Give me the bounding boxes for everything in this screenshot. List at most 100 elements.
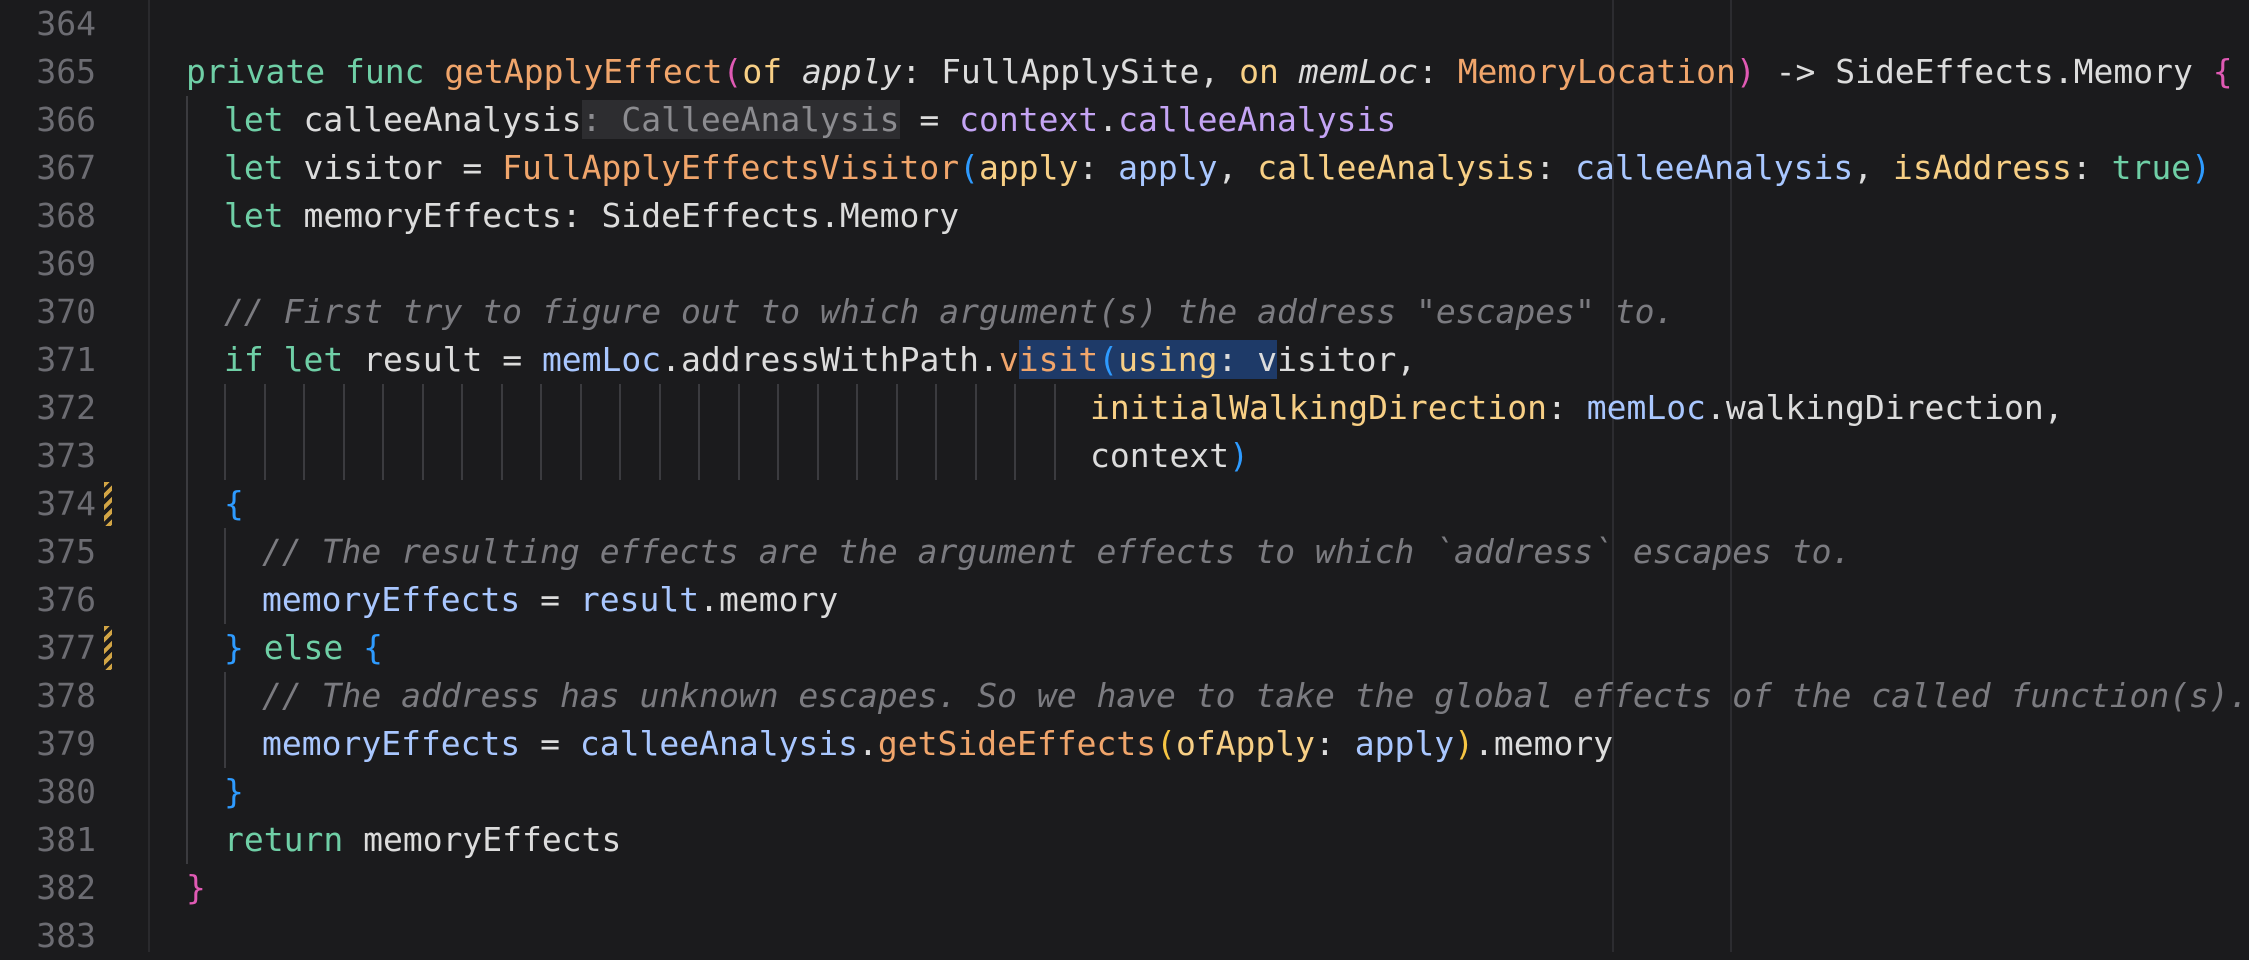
code-token: using: [1118, 340, 1218, 379]
code-token: [782, 52, 802, 91]
alignment-guide: [737, 384, 740, 480]
code-line[interactable]: }: [0, 864, 2222, 912]
gutter-divider: [148, 0, 150, 952]
line-number: 376: [36, 580, 96, 619]
code-line[interactable]: private func getApplyEffect(of apply: Fu…: [0, 48, 2233, 96]
code-line[interactable]: return memoryEffects: [0, 816, 2222, 864]
indent-guide: [224, 672, 226, 768]
code-token: apply: [1118, 148, 1218, 187]
line-number: 372: [36, 388, 96, 427]
code-token: calleeAnalysis: [1257, 148, 1536, 187]
indent-guide: [224, 528, 226, 624]
alignment-guide: [777, 384, 779, 480]
code-line[interactable]: [0, 912, 2222, 960]
code-token: let: [224, 100, 284, 139]
code-token: memoryEffects: [363, 820, 622, 859]
code-token: =: [520, 724, 580, 763]
code-token: ): [1229, 436, 1249, 475]
code-line[interactable]: let visitor = FullApplyEffectsVisitor(ap…: [0, 144, 2222, 192]
code-token: func: [344, 52, 425, 91]
code-token: :: [901, 52, 942, 91]
code-token: memoryEffects: [262, 724, 521, 763]
line-number: 379: [36, 724, 96, 763]
code-token: v: [1257, 340, 1278, 379]
code-token: [424, 52, 444, 91]
code-token: : CalleeAnalysis: [581, 100, 900, 139]
code-token: calleeAnalysis: [1575, 148, 1854, 187]
code-line[interactable]: let calleeAnalysis: CalleeAnalysis = con…: [0, 96, 2222, 144]
code-line[interactable]: // The address has unknown escapes. So w…: [0, 672, 2249, 720]
line-number: 378: [36, 676, 96, 715]
line-number: 375: [36, 532, 96, 571]
line-number: 371: [36, 340, 96, 379]
code-token: [343, 628, 363, 667]
code-token: on: [1239, 52, 1279, 91]
code-line[interactable]: memoryEffects = calleeAnalysis.getSideEf…: [0, 720, 2222, 768]
code-token: :: [1546, 388, 1587, 427]
code-token: .: [1474, 724, 1494, 763]
code-line[interactable]: // The resulting effects are the argumen…: [0, 528, 2222, 576]
code-token: [343, 820, 363, 859]
code-line[interactable]: // First try to figure out to which argu…: [0, 288, 2222, 336]
code-token: memory: [718, 580, 839, 619]
line-number: 367: [36, 148, 96, 187]
code-token: :: [1217, 340, 1258, 379]
code-line[interactable]: {: [0, 480, 2222, 528]
code-line[interactable]: [0, 0, 2222, 48]
code-token: ,: [2043, 388, 2064, 427]
change-marker[interactable]: [104, 626, 112, 670]
code-token: ): [1454, 724, 1474, 763]
alignment-guide: [895, 384, 898, 480]
code-token: calleeAnalysis: [1118, 100, 1397, 139]
alignment-guide: [540, 384, 542, 480]
code-token: ofApply: [1175, 724, 1316, 763]
line-number: 366: [36, 100, 96, 139]
code-token: [343, 340, 363, 379]
code-line[interactable]: [0, 240, 2222, 288]
code-token: let: [283, 340, 344, 379]
code-line[interactable]: } else {: [0, 624, 2222, 672]
alignment-guide: [816, 384, 819, 480]
code-token: ,: [1217, 148, 1258, 187]
code-token: visitor: [303, 148, 443, 187]
code-token: {: [363, 628, 383, 667]
code-token: (: [1156, 724, 1176, 763]
code-token: [325, 52, 345, 91]
code-line[interactable]: }: [0, 768, 2222, 816]
code-line[interactable]: if let result = memLoc.addressWithPath.v…: [0, 336, 2222, 384]
line-number: 365: [36, 52, 96, 91]
alignment-guide: [658, 384, 661, 480]
change-marker[interactable]: [104, 482, 112, 526]
code-token: initialWalkingDirection: [1090, 388, 1547, 427]
code-line[interactable]: initialWalkingDirection: memLoc.walkingD…: [0, 384, 2222, 432]
alignment-guide: [1014, 384, 1016, 480]
code-token: }: [224, 628, 244, 667]
code-token: }: [186, 868, 206, 907]
code-token: ,: [1199, 52, 1240, 91]
code-line[interactable]: let memoryEffects: SideEffects.Memory: [0, 192, 2222, 240]
code-token: .: [979, 340, 999, 379]
code-token: =: [482, 340, 542, 379]
code-token: isAddress: [1893, 148, 2072, 187]
code-token: memLoc: [1298, 52, 1418, 91]
code-line[interactable]: memoryEffects = result.memory: [0, 576, 2222, 624]
line-number: 380: [36, 772, 96, 811]
code-token: .: [858, 724, 878, 763]
code-token: SideEffects.Memory: [601, 196, 960, 235]
code-token: apply: [1354, 724, 1455, 763]
code-token: memory: [1493, 724, 1614, 763]
alignment-guide: [224, 384, 226, 480]
code-token: apply: [801, 52, 902, 91]
code-token: .: [661, 340, 682, 379]
code-token: (: [722, 52, 743, 91]
code-line[interactable]: context): [0, 432, 2222, 480]
line-number: 381: [36, 820, 96, 859]
alignment-guide: [263, 384, 266, 480]
code-token: context: [1090, 436, 1230, 475]
code-token: SideEffects.Memory: [1835, 52, 2193, 91]
code-token: =: [899, 100, 960, 139]
code-token: :: [1417, 52, 1458, 91]
code-token: let: [224, 196, 284, 235]
line-number: 374: [36, 484, 96, 523]
